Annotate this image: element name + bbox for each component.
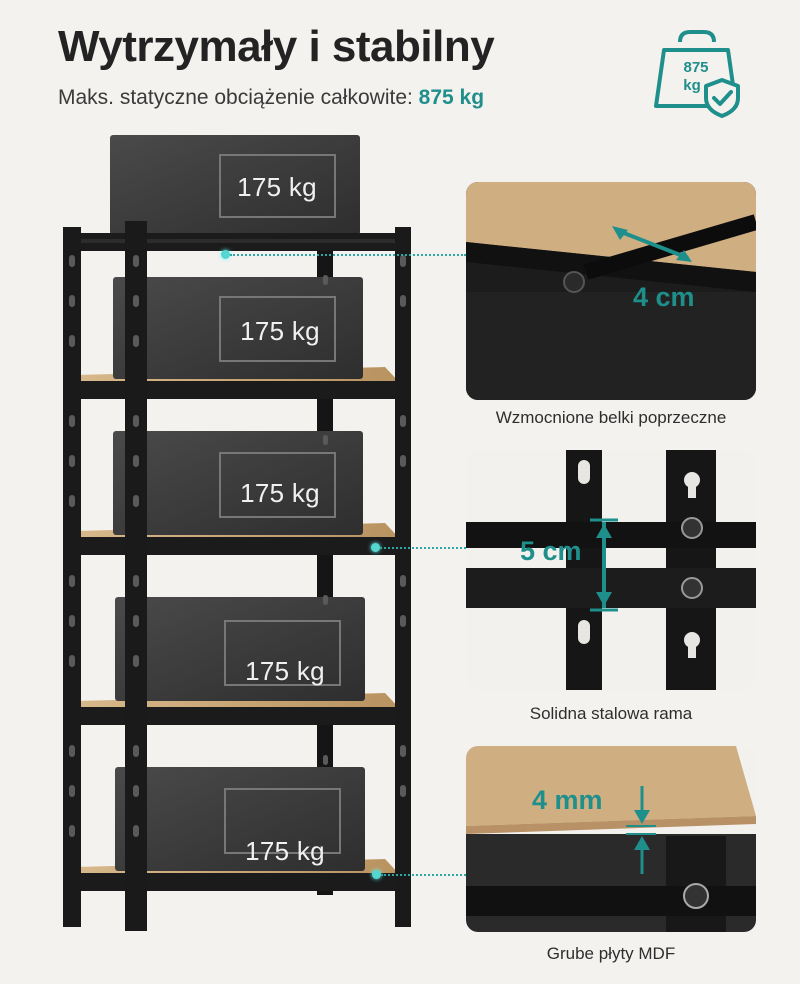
detail-frame-image [466, 450, 756, 690]
back-upright [317, 235, 333, 895]
box-1 [110, 135, 360, 235]
page-subtitle: Maks. statyczne obciążenie całkowite: 87… [58, 86, 484, 110]
callout-dot-2 [371, 543, 380, 552]
box-3-label: 175 kg [240, 478, 320, 508]
mdf-measure: 4 mm [532, 785, 603, 815]
crossbeam-caption: Wzmocnione belki poprzeczne [495, 408, 727, 427]
box-5-label: 175 kg [245, 836, 325, 866]
box-3 [113, 431, 363, 535]
callout-dot-1 [221, 250, 230, 259]
detail-crossbeam-image [466, 182, 756, 400]
shelf-illustration [55, 135, 425, 965]
box-4 [115, 597, 365, 701]
subtitle-text: Maks. statyczne obciążenie całkowite: [58, 86, 413, 109]
crossbeam-measure: 4 cm [633, 282, 695, 312]
callout-line-2 [380, 547, 466, 549]
box-2 [113, 277, 363, 379]
total-load-value: 875 kg [418, 86, 485, 109]
box-4-label: 175 kg [245, 656, 325, 686]
upright-holes [69, 255, 406, 837]
badge-line1: 875 [683, 59, 708, 76]
weight-shield-icon: 875 kg [650, 28, 745, 118]
frame-measure: 5 cm [520, 536, 582, 566]
box-1-label: 175 kg [237, 172, 317, 202]
box-2-label: 175 kg [240, 316, 320, 346]
badge-line2: kg [683, 77, 701, 94]
frame-caption: Solidna stalowa rama [529, 704, 693, 723]
box-5 [115, 767, 365, 871]
callout-line-1 [230, 254, 466, 256]
callout-dot-3 [372, 870, 381, 879]
page-title: Wytrzymały i stabilny [58, 22, 495, 71]
mdf-caption: Grube płyty MDF [546, 944, 676, 963]
callout-line-3 [381, 874, 466, 876]
detail-mdf-image [466, 746, 756, 932]
